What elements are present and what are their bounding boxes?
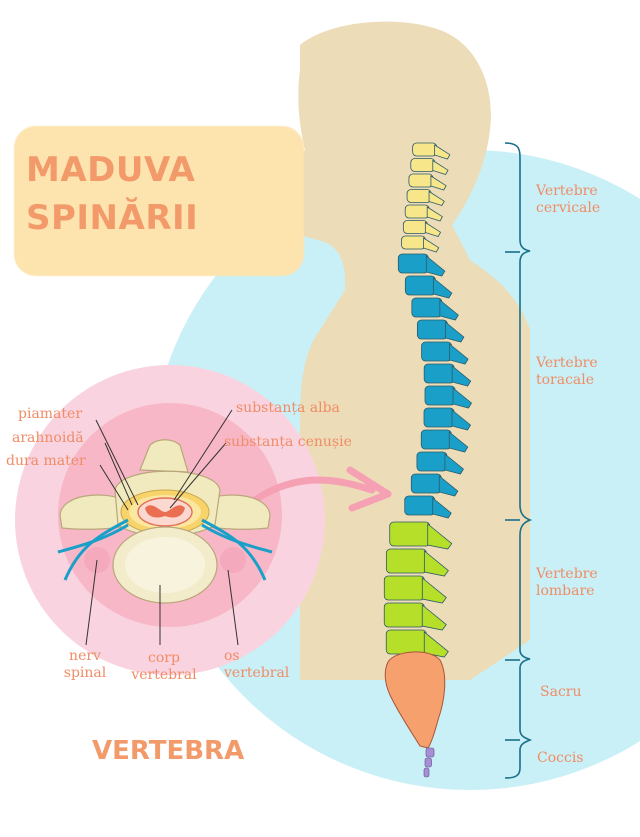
thoracic-vertebra — [424, 385, 456, 406]
thoracic-vertebra-process — [448, 431, 469, 453]
lumbar-vertebra — [389, 521, 431, 547]
label-cervicale: Vertebre cervicale — [536, 183, 600, 217]
label-lombare-line1: Vertebre — [536, 566, 598, 582]
label-cervicale-line2: cervicale — [536, 200, 601, 216]
thoracic-vertebra-process — [451, 365, 472, 387]
lumbar-vertebra — [383, 602, 425, 628]
sacrum — [384, 651, 446, 749]
thoracic-vertebra — [421, 341, 452, 362]
human-silhouette — [286, 21, 530, 680]
label-os-vertebral: os vertebral — [224, 648, 289, 682]
label-os-vertebral-line2: vertebral — [224, 665, 290, 681]
thoracic-vertebra-process — [452, 387, 473, 409]
cervical-vertebra — [404, 204, 430, 219]
cervical-vertebra — [402, 220, 428, 234]
thoracic-vertebra — [416, 319, 448, 340]
cervical-vertebra — [408, 173, 434, 188]
lumbar-vertebra — [383, 575, 425, 601]
thoracic-vertebra-process — [425, 255, 446, 277]
coccyx-segment — [424, 757, 432, 768]
thoracic-vertebra — [423, 407, 455, 428]
title-line-2: SPINĂRII — [26, 198, 199, 238]
label-os-vertebral-line1: os — [224, 648, 240, 664]
label-arahnoida: arahnoidă — [12, 430, 84, 446]
thoracic-vertebra — [404, 495, 436, 516]
cervical-vertebra-process — [424, 221, 442, 237]
region-brackets — [504, 142, 533, 779]
lumbar-vertebra-process — [427, 523, 453, 550]
label-lombare-line2: lombare — [536, 583, 595, 599]
label-corp-vertebral-line2: vertebral — [131, 667, 197, 683]
cervical-vertebra-process — [426, 206, 443, 222]
label-substanta-cenusie: substanța cenușie — [224, 434, 352, 450]
arrow-head-icon — [346, 466, 392, 512]
label-toracale-line2: toracale — [536, 372, 595, 388]
thoracic-vertebra-process — [432, 497, 452, 519]
label-toracale: Vertebre toracale — [536, 355, 598, 389]
thoracic-vertebra-process — [444, 321, 465, 343]
cervical-vertebra-process — [423, 237, 440, 253]
thoracic-vertebra-process — [438, 475, 459, 497]
thoracic-vertebra — [416, 451, 448, 472]
lumbar-vertebra-process — [421, 577, 447, 604]
label-cervicale-line1: Vertebre — [536, 183, 598, 199]
lumbar-vertebra-process — [423, 550, 449, 577]
thoracic-vertebra-process — [449, 343, 469, 365]
coccyx-segment — [423, 767, 430, 778]
thoracic-vertebra — [397, 253, 429, 274]
thoracic-vertebra — [404, 275, 436, 296]
vertebra-title: VERTEBRA — [92, 736, 245, 766]
lumbar-vertebra-process — [423, 631, 449, 658]
thoracic-vertebra — [410, 473, 442, 494]
cervical-vertebra-process — [430, 175, 447, 191]
thoracic-vertebra-process — [444, 453, 464, 475]
spine-column — [383, 142, 473, 778]
thoracic-vertebra — [423, 363, 455, 384]
title-box — [14, 126, 304, 276]
title-line-1: MADUVA — [26, 150, 196, 190]
label-nerv-spinal: nerv spinal — [55, 648, 115, 682]
cervical-vertebra — [406, 189, 432, 203]
label-sacru: Sacru — [540, 684, 582, 700]
label-nerv-spinal-line2: spinal — [63, 665, 107, 681]
thoracic-vertebra-process — [451, 409, 472, 431]
thoracic-vertebra-process — [439, 299, 459, 321]
label-corp-vertebral: corp vertebral — [124, 650, 204, 684]
cervical-vertebra-process — [434, 144, 451, 160]
lumbar-vertebra — [385, 629, 427, 655]
label-substanta-alba: substanța alba — [236, 400, 340, 416]
lumbar-vertebra-process — [421, 604, 447, 631]
thoracic-vertebra — [420, 429, 452, 450]
cervical-vertebra — [401, 235, 426, 250]
label-toracale-line1: Vertebre — [536, 355, 598, 371]
lumbar-vertebra — [385, 548, 427, 574]
label-nerv-spinal-line1: nerv — [69, 648, 101, 664]
label-piamater: piamater — [18, 406, 83, 422]
label-dura-mater: dura mater — [6, 453, 86, 469]
cervical-vertebra-process — [428, 190, 445, 206]
coccyx-segment — [425, 747, 435, 758]
vertebra-cross-section — [57, 409, 273, 646]
label-corp-vertebral-line1: corp — [148, 650, 180, 666]
arrow-icon — [251, 476, 376, 504]
thoracic-vertebra-process — [432, 277, 453, 299]
cervical-vertebra — [412, 142, 438, 157]
label-coccis: Coccis — [537, 750, 584, 766]
label-lombare: Vertebre lombare — [536, 566, 598, 600]
thoracic-vertebra — [411, 297, 443, 318]
cervical-vertebra — [410, 158, 436, 172]
cervical-vertebra-process — [432, 159, 449, 175]
